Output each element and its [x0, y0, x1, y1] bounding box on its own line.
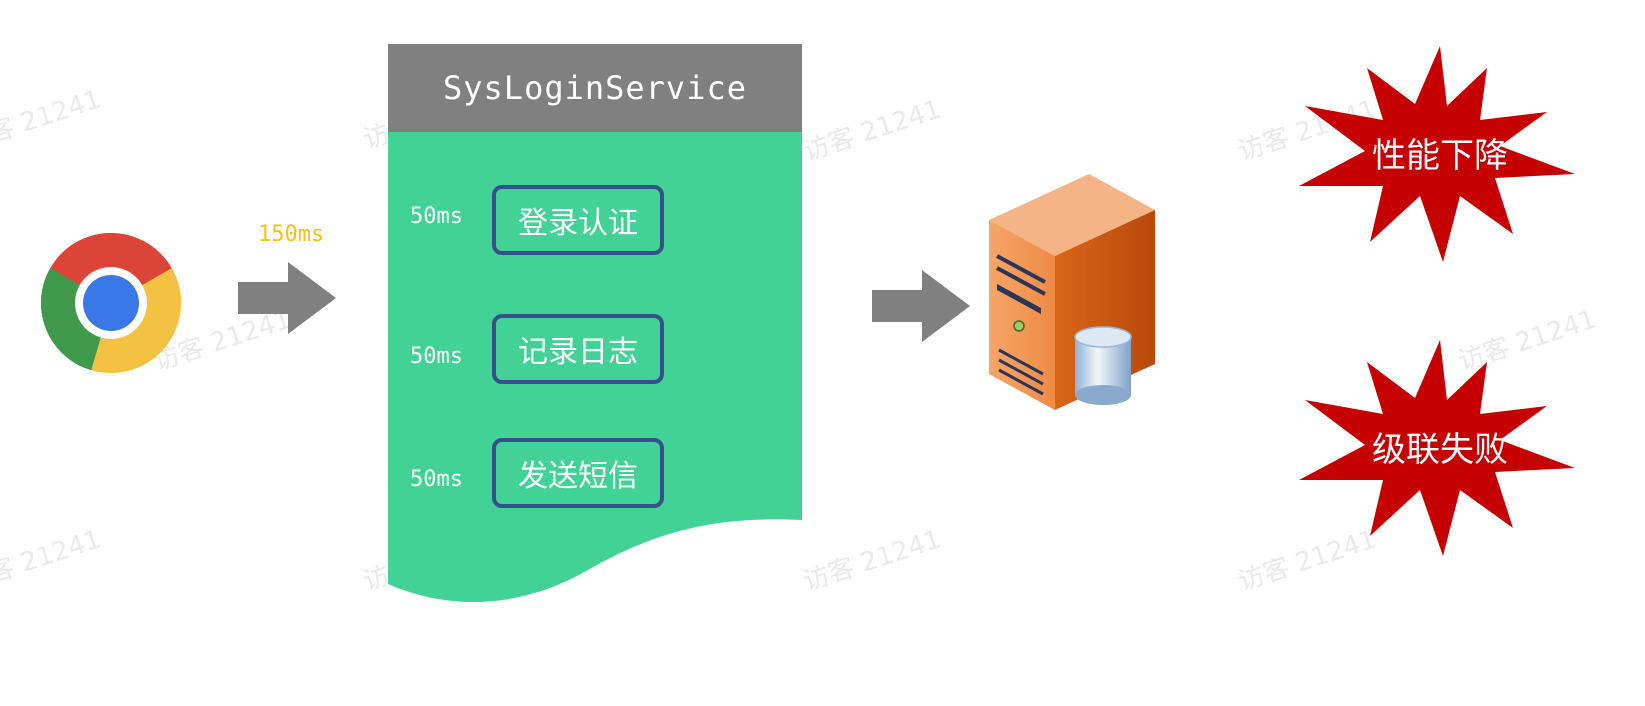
effect-label-performance: 性能下降	[1372, 136, 1508, 176]
starburst-icon	[1299, 340, 1575, 556]
service-panel	[388, 44, 802, 603]
step-time-log: 50ms	[410, 344, 463, 369]
effect-label-cascade: 级联失败	[1372, 430, 1508, 470]
service-title: SysLoginService	[443, 69, 747, 107]
watermark: 访客 21241	[0, 524, 105, 598]
step-time-sms: 50ms	[410, 467, 463, 492]
step-record-log: 记录日志	[492, 314, 664, 384]
step-login-auth: 登录认证	[492, 185, 664, 255]
total-latency-label: 150ms	[258, 222, 325, 247]
step-send-sms: 发送短信	[492, 438, 664, 508]
step-time-login: 50ms	[410, 204, 463, 229]
watermark: 访客 21241	[799, 94, 945, 168]
database-server-icon	[989, 174, 1155, 410]
watermark: 访客 21241	[799, 524, 945, 598]
starburst-icon	[1299, 46, 1575, 262]
right-arrow-icon	[872, 270, 970, 342]
chrome-browser-icon	[41, 233, 181, 373]
right-arrow-icon	[238, 262, 336, 334]
watermark: 访客 21241	[0, 84, 105, 158]
